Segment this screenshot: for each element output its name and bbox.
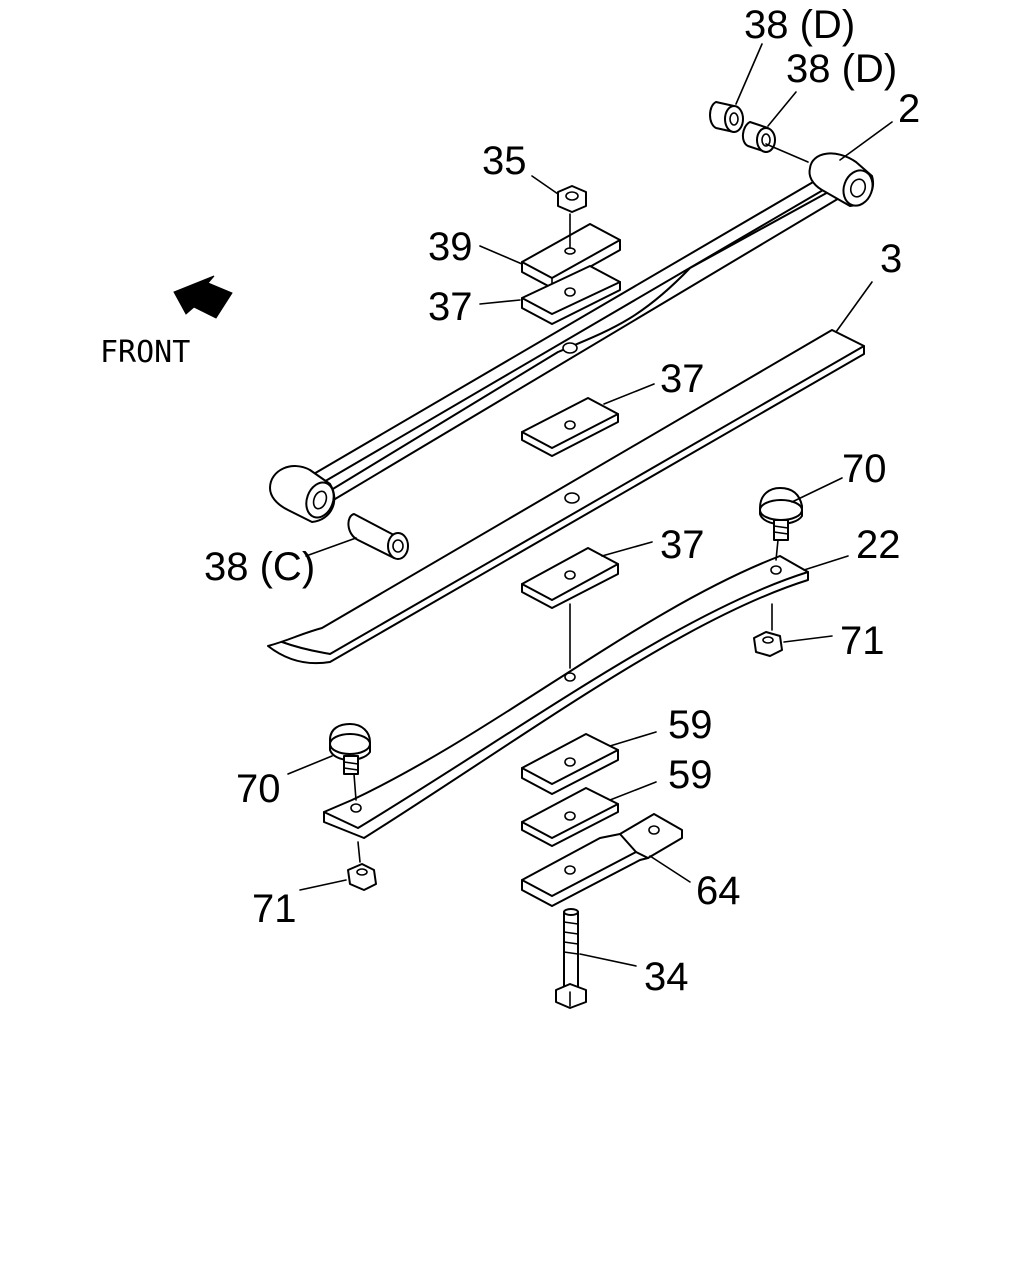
callout-22: 22	[856, 523, 901, 567]
callout-38d-upper: 38 (D)	[744, 3, 855, 47]
callout-3: 3	[880, 237, 902, 281]
bushing-38c	[347, 513, 409, 560]
nut-35	[557, 185, 587, 213]
leaf-22	[323, 555, 809, 839]
bushing-38d-upper	[709, 101, 744, 133]
plate-37-middle	[521, 397, 619, 457]
plate-59-upper	[521, 733, 619, 795]
callout-71-lower: 71	[252, 887, 297, 931]
callout-59-lower: 59	[668, 753, 713, 797]
guide-line-71-lower	[357, 841, 361, 863]
nut-71-upper	[753, 631, 783, 657]
plate-37-upper	[521, 265, 621, 325]
bushing-38d-lower	[742, 121, 776, 153]
callout-37-upper: 37	[428, 285, 473, 329]
callout-37-lower: 37	[660, 523, 705, 567]
front-arrow-icon	[173, 275, 233, 319]
button-bolt-70-upper	[759, 487, 803, 561]
callout-38d-lower: 38 (D)	[786, 47, 897, 91]
callout-70-lower: 70	[236, 767, 281, 811]
plate-39	[521, 213, 621, 289]
bolt-34	[555, 908, 587, 1009]
plate-59-lower	[521, 787, 619, 847]
callout-64: 64	[696, 869, 741, 913]
callout-2: 2	[898, 87, 920, 131]
callout-71-upper: 71	[840, 619, 885, 663]
callout-59-upper: 59	[668, 703, 713, 747]
callout-35: 35	[482, 139, 527, 183]
main-leaf-spring	[269, 152, 874, 523]
callout-37-middle: 37	[660, 357, 705, 401]
leader-lines	[287, 43, 893, 967]
plate-37-lower	[521, 547, 619, 669]
callout-70-upper: 70	[842, 447, 887, 491]
callout-38c: 38 (C)	[204, 545, 315, 589]
callout-39: 39	[428, 225, 473, 269]
bracket-64	[521, 813, 683, 907]
callout-34: 34	[644, 955, 689, 999]
leaf-3	[267, 329, 865, 665]
nut-71-lower	[347, 863, 377, 891]
button-bolt-70-lower	[329, 723, 371, 801]
front-label: FRONT	[100, 335, 190, 370]
